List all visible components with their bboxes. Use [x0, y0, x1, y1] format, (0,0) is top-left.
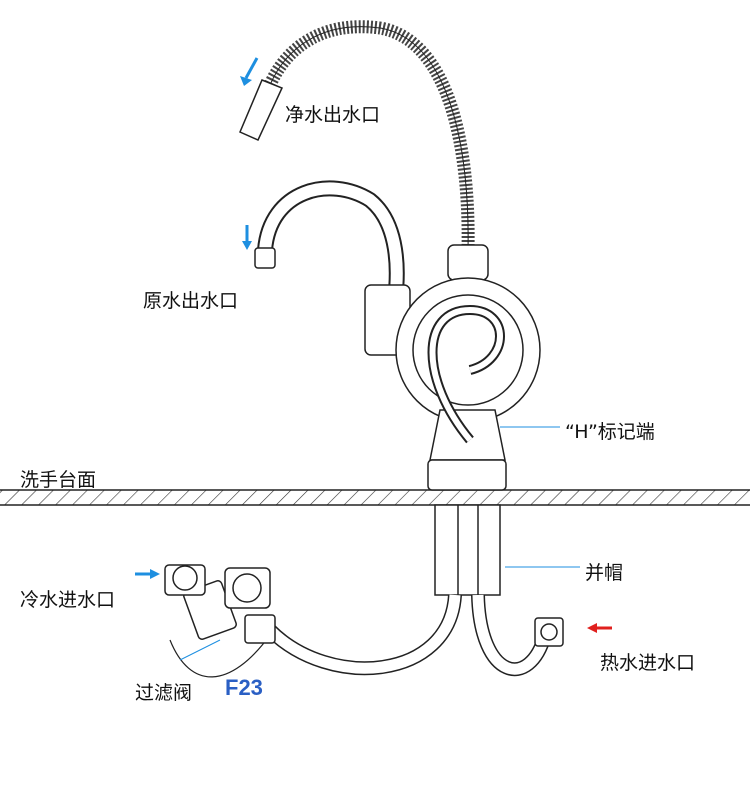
- filter-valve: [164, 564, 564, 647]
- cold-hose: [265, 594, 462, 676]
- purified-nozzle: [239, 79, 284, 141]
- countertop-label: 洗手台面: [20, 469, 97, 491]
- leader-lines: [179, 426, 580, 661]
- countertop: [0, 489, 750, 506]
- purified-outlet-label: 净水出水口: [285, 104, 381, 126]
- filter-model-label: F23: [225, 675, 263, 700]
- faucet-body: [395, 244, 541, 596]
- filter-hose: [169, 634, 271, 678]
- lock-nut-label: 并帽: [585, 562, 624, 584]
- cold-inlet-label: 冷水进水口: [20, 589, 116, 611]
- purified-spout-hose: [264, 20, 475, 251]
- raw-outlet-label: 原水出水口: [143, 290, 239, 312]
- flow-arrow-icons: [135, 57, 612, 633]
- hot-inlet-label: 热水进水口: [600, 652, 696, 674]
- h-mark-label: “H”标记端: [565, 421, 655, 443]
- filter-valve-label: 过滤阀: [135, 682, 193, 704]
